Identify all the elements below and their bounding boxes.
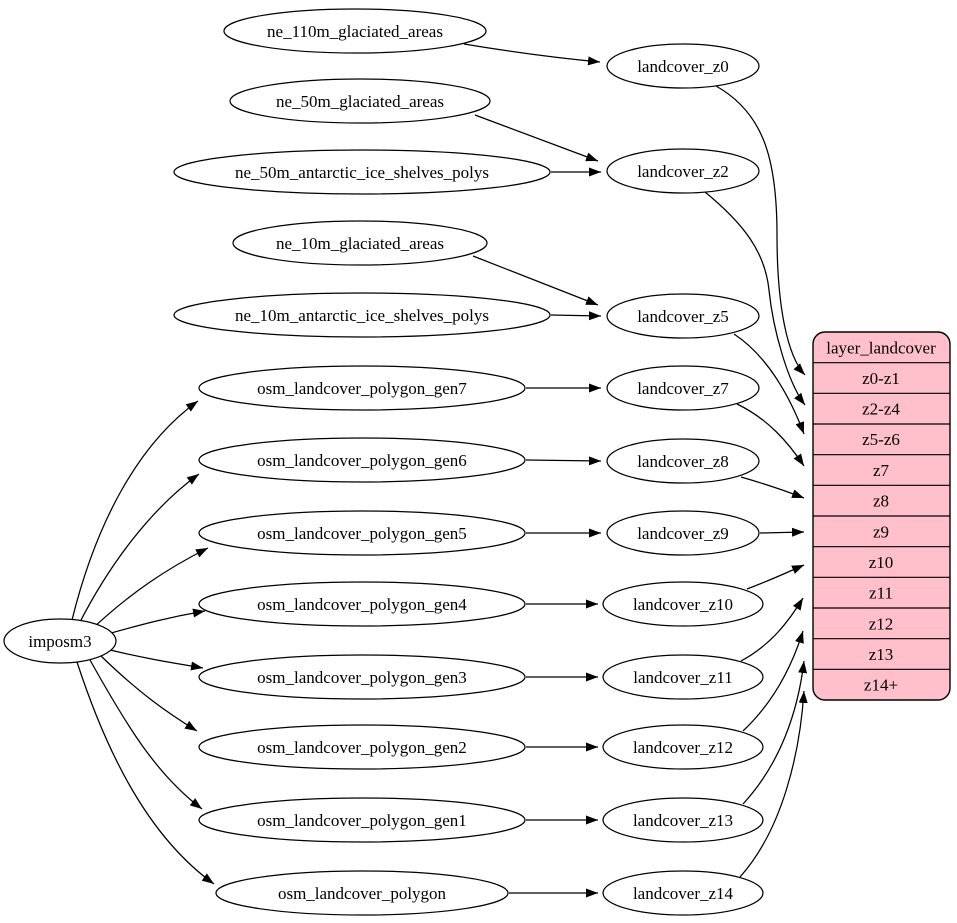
edge-landcover_z9-row-z9 (759, 527, 805, 537)
edge-landcover_z7-row-z7 (736, 403, 805, 467)
node-label: landcover_z10 (633, 595, 733, 614)
node-osm_landcover_polygon_gen2: osm_landcover_polygon_gen2 (198, 724, 526, 770)
edge-imposm3-polygon (76, 661, 215, 885)
node-label: imposm3 (28, 632, 91, 651)
table-row-z13: z13 (869, 645, 894, 664)
edge-landcover_z5-row-z5-z6 (733, 333, 805, 435)
node-label: landcover_z9 (637, 524, 729, 543)
node-label: osm_landcover_polygon_gen3 (257, 668, 467, 687)
node-label: landcover_z12 (633, 738, 733, 757)
node-label: ne_50m_antarctic_ice_shelves_polys (235, 163, 489, 182)
node-osm_landcover_polygon_gen1: osm_landcover_polygon_gen1 (198, 797, 526, 843)
table-row-z9: z9 (873, 523, 889, 542)
edge-imposm3-gen1 (89, 659, 203, 810)
edge-imposm3-gen5 (90, 547, 209, 631)
node-osm_landcover_polygon_gen6: osm_landcover_polygon_gen6 (198, 437, 526, 483)
node-label: osm_landcover_polygon (278, 884, 447, 903)
node-ne_50m_glaciated_areas: ne_50m_glaciated_areas (229, 78, 491, 124)
table-layer_landcover: layer_landcover z0-z1 z2-z4 z5-z6 z7 z8 … (812, 331, 951, 701)
edge-imposm3-gen7 (71, 400, 199, 621)
node-label: osm_landcover_polygon_gen2 (257, 738, 467, 757)
table-row-z2-z4: z2-z4 (862, 400, 900, 419)
edge-imposm3-gen4 (103, 608, 206, 636)
node-landcover_z11: landcover_z11 (602, 654, 764, 700)
node-label: osm_landcover_polygon_gen5 (257, 524, 467, 543)
table-row-z5-z6: z5-z6 (862, 430, 900, 449)
node-landcover_z13: landcover_z13 (602, 797, 764, 843)
edge-ne_10m_antarctic_ice_shelves_polys-landcover_z5 (550, 311, 602, 321)
node-imposm3: imposm3 (3, 618, 117, 664)
node-label: landcover_z14 (633, 884, 734, 903)
node-label: landcover_z11 (633, 668, 732, 687)
node-label: ne_50m_glaciated_areas (276, 92, 444, 111)
node-osm_landcover_polygon_gen3: osm_landcover_polygon_gen3 (198, 654, 526, 700)
node-osm_landcover_polygon: osm_landcover_polygon (215, 870, 509, 916)
edge-landcover_z2-row-z2-z4 (704, 191, 806, 406)
node-label: ne_110m_glaciated_areas (267, 22, 443, 41)
edge-landcover_z12-row-z12 (742, 630, 804, 732)
edge-landcover_z8-row-z8 (740, 476, 805, 499)
node-landcover_z0: landcover_z0 (606, 43, 760, 89)
node-landcover_z12: landcover_z12 (602, 724, 764, 770)
node-osm_landcover_polygon_gen7: osm_landcover_polygon_gen7 (198, 365, 526, 411)
node-osm_landcover_polygon_gen4: osm_landcover_polygon_gen4 (198, 581, 526, 627)
node-label: osm_landcover_polygon_gen4 (257, 595, 467, 614)
node-landcover_z2: landcover_z2 (606, 148, 760, 194)
table-row-z0-z1: z0-z1 (862, 369, 900, 388)
node-label: landcover_z2 (637, 162, 729, 181)
edge-landcover_z14-row-z14plus (739, 690, 808, 878)
edge-ne_50m_glaciated_areas-landcover_z2 (474, 114, 599, 162)
edge-imposm3-gen2 (99, 654, 198, 732)
node-label: landcover_z8 (637, 452, 729, 471)
edge-landcover_z10-row-z10 (746, 564, 805, 590)
node-label: landcover_z13 (633, 811, 733, 830)
node-landcover_z7: landcover_z7 (606, 365, 760, 411)
node-osm_landcover_polygon_gen5: osm_landcover_polygon_gen5 (198, 510, 526, 556)
edge-landcover_z11-row-z11 (740, 597, 804, 662)
table-row-z10: z10 (869, 553, 894, 572)
node-ne_10m_antarctic_ice_shelves_polys: ne_10m_antarctic_ice_shelves_polys (173, 292, 551, 338)
table-row-z12: z12 (869, 615, 894, 634)
table-row-z7: z7 (873, 461, 890, 480)
node-ne_50m_antarctic_ice_shelves_polys: ne_50m_antarctic_ice_shelves_polys (173, 149, 551, 195)
node-landcover_z5: landcover_z5 (606, 293, 760, 339)
edge-imposm3-gen3 (105, 648, 204, 671)
node-ne_10m_glaciated_areas: ne_10m_glaciated_areas (232, 220, 488, 266)
edge-gen6-landcover_z8 (525, 456, 602, 466)
node-landcover_z10: landcover_z10 (602, 581, 764, 627)
node-label: osm_landcover_polygon_gen7 (257, 379, 467, 398)
table-row-z8: z8 (873, 492, 889, 511)
edge-ne_10m_glaciated_areas-landcover_z5 (472, 255, 599, 306)
node-label: landcover_z7 (637, 379, 729, 398)
table-title: layer_landcover (826, 339, 936, 358)
node-landcover_z9: landcover_z9 (606, 510, 760, 556)
edge-landcover_z13-row-z13 (742, 660, 808, 805)
edge-imposm3-gen6 (78, 473, 200, 625)
edge-ne_110m_glaciated_areas-landcover_z0 (463, 43, 601, 66)
node-label: landcover_z5 (637, 307, 729, 326)
node-label: osm_landcover_polygon_gen6 (257, 451, 467, 470)
node-landcover_z8: landcover_z8 (606, 438, 760, 484)
table-row-z11: z11 (869, 584, 893, 603)
node-ne_110m_glaciated_areas: ne_110m_glaciated_areas (223, 8, 487, 54)
node-label: ne_10m_glaciated_areas (276, 234, 444, 253)
edge-landcover_z0-row-z0-z1 (715, 85, 806, 376)
node-label: landcover_z0 (637, 57, 729, 76)
table-row-z14plus: z14+ (864, 676, 898, 695)
node-label: ne_10m_antarctic_ice_shelves_polys (235, 306, 489, 325)
node-label: osm_landcover_polygon_gen1 (257, 811, 467, 830)
node-landcover_z14: landcover_z14 (602, 870, 764, 916)
